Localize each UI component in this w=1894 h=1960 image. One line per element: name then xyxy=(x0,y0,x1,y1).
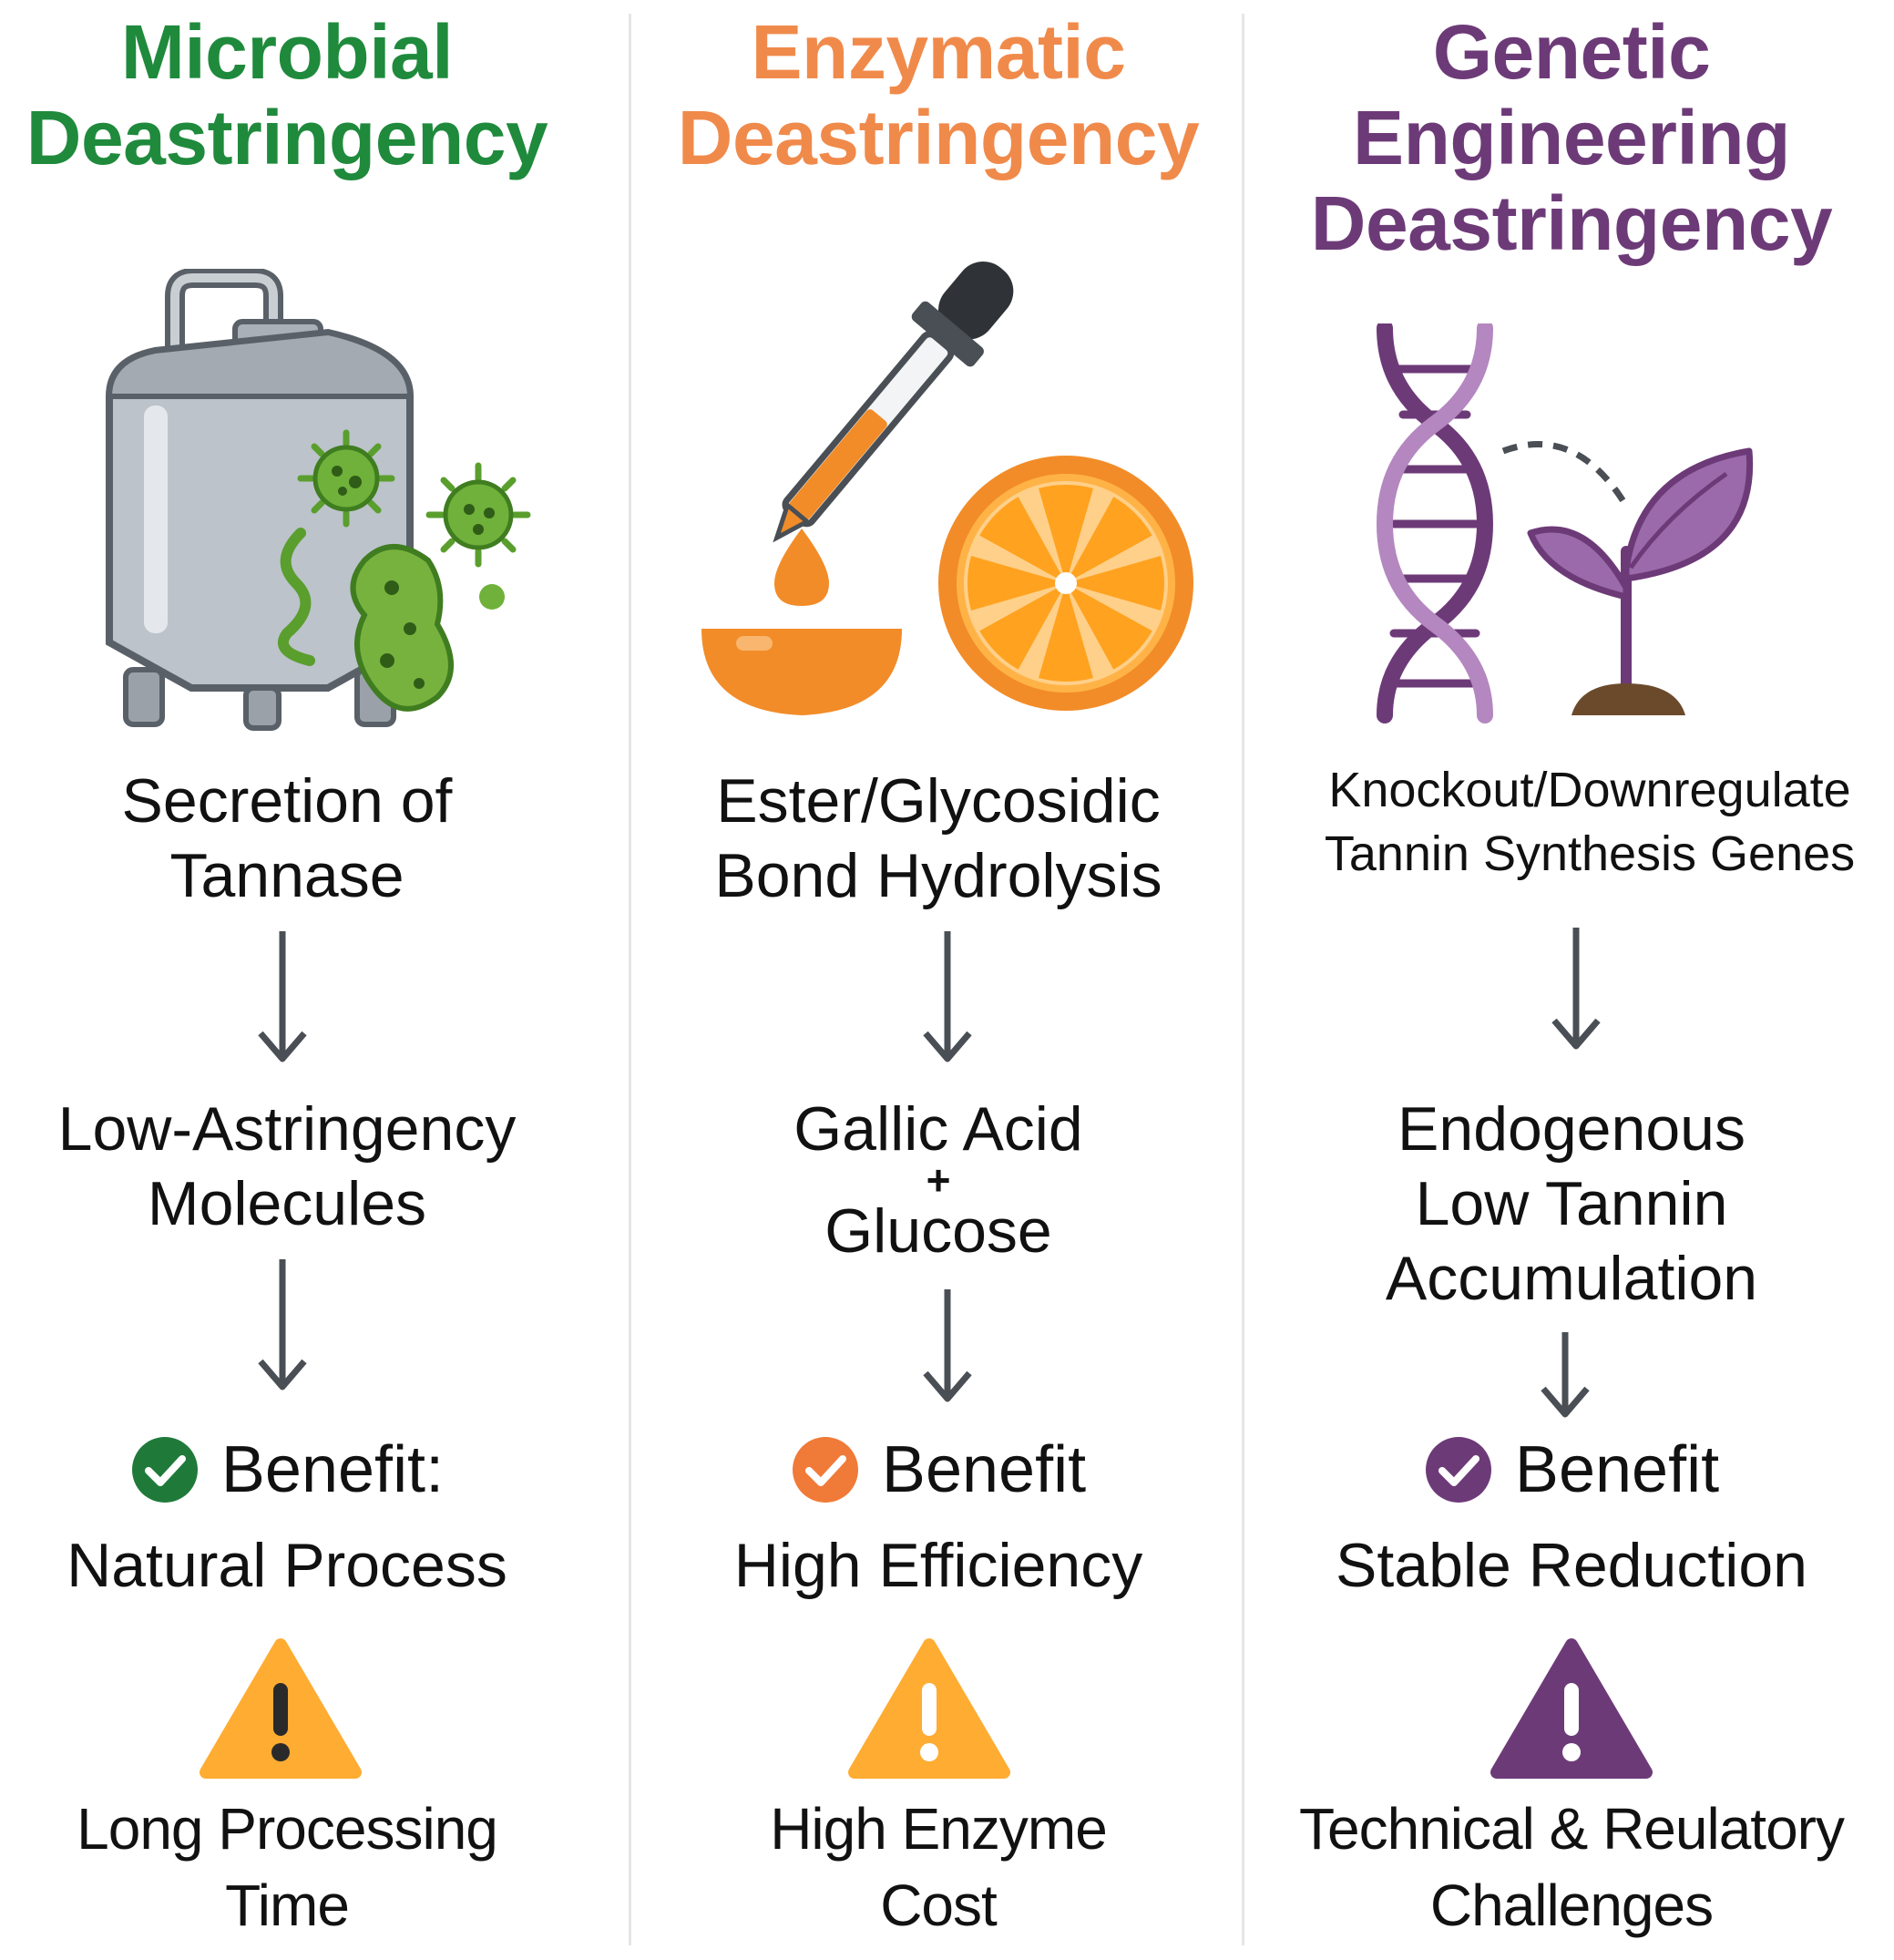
microbial-step-1: Secretion of Tannase xyxy=(0,764,574,913)
warning-icon xyxy=(848,1638,1010,1779)
enzymatic-title: Enzymatic Deastringency xyxy=(656,9,1221,180)
drawback-text: High Enzyme xyxy=(770,1796,1108,1862)
check-circle-icon xyxy=(1425,1437,1491,1503)
step-text: Bond Hydrolysis xyxy=(714,841,1162,910)
step-text: Low-Astringency xyxy=(57,1094,517,1164)
step-text: Endogenous xyxy=(1397,1094,1746,1164)
microbial-title-line: Deastringency xyxy=(26,95,548,180)
genetic-step-1: Knockout/Downregulate Tannin Synthesis G… xyxy=(1285,758,1894,886)
genetic-title-line: Genetic xyxy=(1432,9,1711,95)
enzymatic-benefit: Benefit xyxy=(656,1429,1221,1511)
enzymatic-benefit-value: High Efficiency xyxy=(733,1531,1143,1600)
step-text: Low Tannin xyxy=(1415,1169,1728,1238)
benefit-label: Benefit xyxy=(1514,1433,1720,1506)
genetic-benefit-value: Stable Reduction xyxy=(1336,1531,1807,1600)
step-text: Accumulation xyxy=(1385,1244,1758,1313)
genetic-column: Genetic Engineering Deastringency xyxy=(1266,0,1877,1960)
step-text: Gallic Acid xyxy=(793,1094,1083,1164)
plus-sign: + xyxy=(926,1156,951,1204)
step-text: Knockout/Downregulate xyxy=(1328,763,1851,817)
warning-icon xyxy=(1490,1638,1653,1779)
microbial-step-2: Low-Astringency Molecules xyxy=(0,1092,574,1241)
enzymatic-column: Enzymatic Deastringency xyxy=(656,0,1221,1960)
enzymatic-drawback: High Enzyme Cost xyxy=(656,1791,1221,1944)
check-circle-icon xyxy=(131,1437,198,1503)
drawback-text: Cost xyxy=(880,1873,998,1938)
check-circle-icon xyxy=(792,1437,858,1503)
benefit-label: Benefit: xyxy=(220,1433,445,1506)
down-arrow-icon xyxy=(1551,928,1601,1050)
dropper-bowl-orange-icon xyxy=(701,262,1193,715)
benefit-label: Benefit xyxy=(881,1433,1087,1506)
microbial-title-line: Microbial xyxy=(120,9,454,95)
enzymatic-step-2: Gallic Acid + Glucose xyxy=(656,1092,1221,1268)
enzymatic-title-line: Deastringency xyxy=(677,95,1200,180)
microbial-benefit: Benefit: xyxy=(0,1429,574,1511)
microbial-column: Microbial Deastringency xyxy=(0,0,574,1960)
genetic-benefit: Benefit xyxy=(1266,1429,1877,1511)
step-text: Secretion of xyxy=(121,766,453,836)
down-arrow-icon xyxy=(258,1259,307,1390)
warning-icon xyxy=(200,1638,362,1779)
fermentation-tank-with-microbes-icon xyxy=(106,269,531,731)
step-text: Ester/Glycosidic xyxy=(716,766,1161,836)
step-text: Tannin Synthesis Genes xyxy=(1324,826,1856,881)
down-arrow-icon xyxy=(923,931,972,1062)
drawback-text: Technical & Reulatory xyxy=(1299,1796,1845,1862)
down-arrow-icon xyxy=(258,931,307,1062)
down-arrow-icon xyxy=(1541,1332,1590,1418)
drawback-text: Long Processing xyxy=(77,1796,498,1862)
genetic-step-2: Endogenous Low Tannin Accumulation xyxy=(1266,1092,1877,1316)
column-divider xyxy=(1242,14,1244,1945)
column-divider xyxy=(629,14,631,1945)
enzymatic-step-1: Ester/Glycosidic Bond Hydrolysis xyxy=(656,764,1221,913)
step-text: Glucose xyxy=(824,1196,1052,1266)
step-text: Tannase xyxy=(169,841,404,910)
drawback-text: Time xyxy=(225,1873,350,1938)
genetic-title-line: Engineering xyxy=(1353,95,1790,180)
microbial-benefit-value: Natural Process xyxy=(67,1531,507,1600)
dna-helix-seedling-icon xyxy=(1376,323,1754,723)
genetic-title: Genetic Engineering Deastringency xyxy=(1266,9,1877,266)
microbial-title: Microbial Deastringency xyxy=(0,9,574,180)
genetic-drawback: Technical & Reulatory Challenges xyxy=(1266,1791,1877,1944)
step-text: Molecules xyxy=(147,1169,427,1238)
microbial-drawback: Long Processing Time xyxy=(0,1791,574,1944)
genetic-title-line: Deastringency xyxy=(1310,180,1833,266)
down-arrow-icon xyxy=(923,1289,972,1402)
enzymatic-title-line: Enzymatic xyxy=(751,9,1127,95)
drawback-text: Challenges xyxy=(1429,1873,1714,1938)
